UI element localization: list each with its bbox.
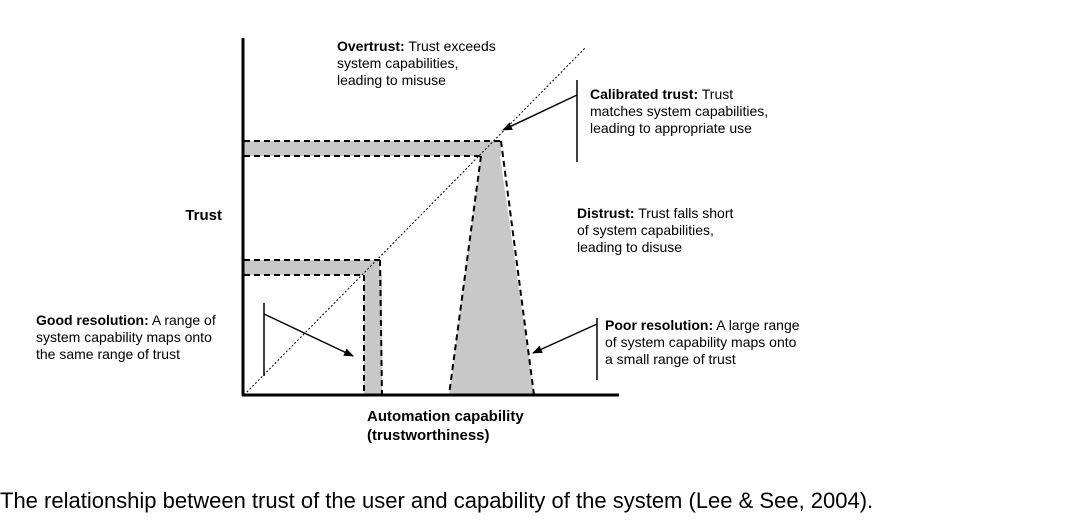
svg-text:Distrust: Trust falls short: Distrust: Trust falls short: [577, 205, 733, 221]
good-resolution-line3: the same range of trust: [36, 346, 180, 362]
distrust-title: Distrust:: [577, 205, 635, 221]
x-axis-label-line1: Automation capability: [367, 408, 524, 425]
calibrated-annotation: Calibrated trust: Trust matches system c…: [590, 86, 768, 136]
trapezoid-right-edge: [500, 140, 535, 396]
overtrust-line2: system capabilities,: [337, 55, 458, 71]
poor-resolution-title: Poor resolution:: [605, 317, 713, 333]
overtrust-annotation: Overtrust: Trust exceeds system capabili…: [337, 38, 496, 88]
low-trust-band: [244, 260, 380, 275]
dashed-outlines: [244, 140, 535, 396]
distrust-line2: of system capabilities,: [577, 222, 714, 238]
axes: [241, 38, 619, 397]
shaded-regions: [244, 141, 534, 395]
x-axis-label-line2: (trustworthiness): [367, 427, 490, 444]
calibrated-arrow: [502, 94, 578, 131]
calibrated-title: Calibrated trust:: [590, 86, 698, 102]
svg-text:Good resolution: A range of: Good resolution: A range of: [36, 312, 216, 328]
calibration-diagonal: [243, 47, 586, 396]
poor-resolution-trapezoid: [449, 156, 534, 395]
svg-text:Calibrated trust: Trust: Calibrated trust: Trust: [590, 86, 733, 102]
svg-text:Poor resolution: A large range: Poor resolution: A large range: [605, 317, 800, 333]
distrust-line1: Trust falls short: [635, 205, 734, 221]
high-trust-band: [244, 141, 501, 156]
trapezoid-left-edge: [448, 155, 482, 396]
figure-caption: The relationship between trust of the us…: [0, 488, 874, 513]
overtrust-line1: Trust exceeds: [405, 38, 496, 54]
good-resolution-line2: system capability maps onto: [36, 329, 212, 345]
overtrust-title: Overtrust:: [337, 38, 405, 54]
calibrated-line1: Trust: [698, 86, 733, 102]
callout-pointers: [263, 80, 598, 380]
distrust-annotation: Distrust: Trust falls short of system ca…: [577, 205, 733, 255]
good-resolution-annotation: Good resolution: A range of system capab…: [36, 312, 216, 362]
calibrated-line3: leading to appropriate use: [590, 120, 752, 136]
overtrust-line3: leading to misuse: [337, 72, 446, 88]
good-resolution-title: Good resolution:: [36, 312, 149, 328]
distrust-line3: leading to disuse: [577, 239, 682, 255]
poor-resolution-line3: a small range of trust: [605, 351, 736, 367]
poor-resolution-line1: A large range: [713, 317, 800, 333]
good-resolution-arrow: [263, 313, 354, 357]
trust-capability-diagram: Trust Automation capability (trustworthi…: [36, 38, 800, 444]
calibrated-line2: matches system capabilities,: [590, 103, 768, 119]
column-right-edge: [379, 259, 383, 396]
poor-resolution-arrow: [532, 323, 598, 354]
poor-resolution-annotation: Poor resolution: A large range of system…: [605, 317, 800, 367]
svg-text:Overtrust: Trust exceeds: Overtrust: Trust exceeds: [337, 38, 496, 54]
y-axis-label: Trust: [185, 207, 222, 224]
good-resolution-line1: A range of: [149, 312, 216, 328]
good-resolution-column: [364, 275, 382, 395]
poor-resolution-line2: of system capability maps onto: [605, 334, 797, 350]
